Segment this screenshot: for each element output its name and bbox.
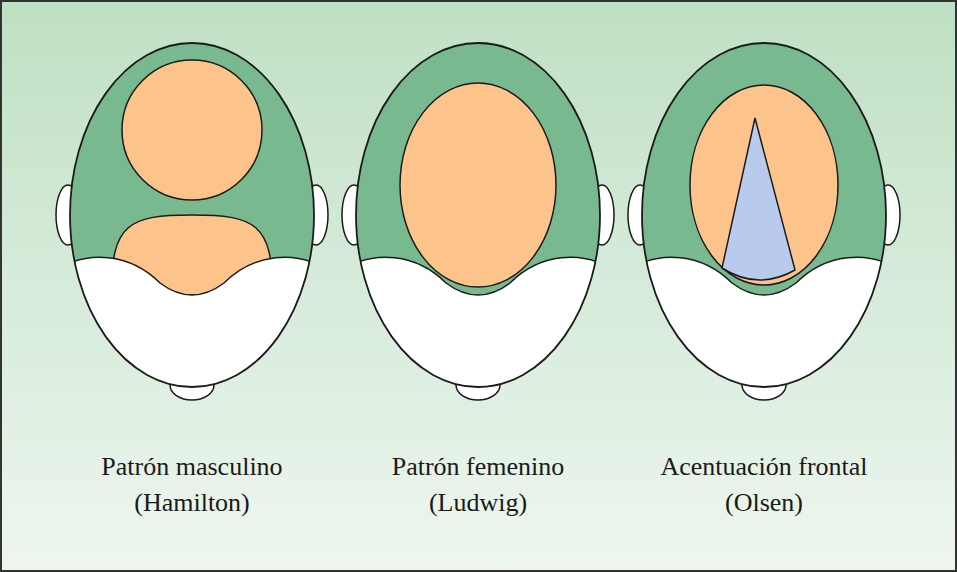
head-ludwig [342, 43, 614, 415]
pattern-label: Acentuación frontal [619, 452, 909, 482]
head-hamilton [56, 43, 328, 415]
pattern-label: (Olsen) [619, 488, 909, 518]
pattern-label: Patrón masculino [47, 452, 337, 482]
pattern-label: (Hamilton) [47, 488, 337, 518]
pattern-label: (Ludwig) [333, 488, 623, 518]
head-olsen [628, 43, 900, 415]
pattern-label: Patrón femenino [333, 452, 623, 482]
